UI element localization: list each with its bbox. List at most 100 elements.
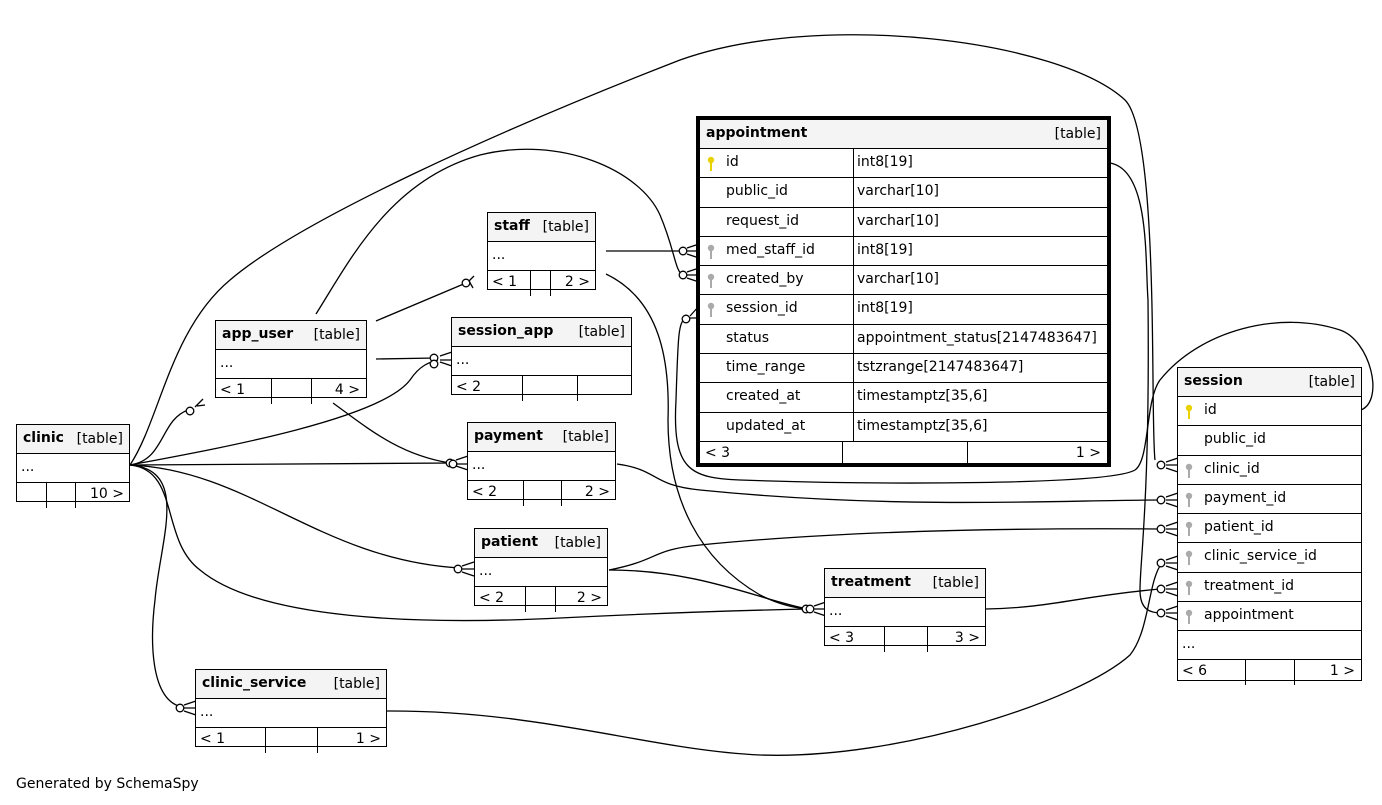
ellipsis: ... bbox=[492, 247, 506, 263]
column-row[interactable]: id bbox=[1178, 397, 1361, 427]
table-session-app[interactable]: session_app[table] ... < 2 bbox=[451, 317, 632, 401]
children-count[interactable]: 3 > bbox=[954, 630, 980, 646]
children-count[interactable]: 1 > bbox=[1329, 663, 1355, 680]
column-name: status bbox=[726, 329, 770, 346]
column-row[interactable]: session_id int8[19] bbox=[700, 295, 1107, 325]
table-name: session bbox=[1184, 373, 1243, 389]
more-columns-row[interactable]: ... bbox=[1178, 631, 1361, 661]
column-type: int8[19] bbox=[857, 241, 913, 258]
column-row[interactable]: clinic_id bbox=[1178, 456, 1361, 485]
column-name: created_by bbox=[726, 271, 804, 288]
parents-count[interactable]: < 3 bbox=[829, 630, 855, 646]
column-type: tstzrange[2147483647] bbox=[857, 359, 1024, 376]
more-columns-row[interactable]: ... bbox=[17, 454, 129, 483]
parents-count[interactable]: < 1 bbox=[492, 274, 518, 290]
primary-key-icon bbox=[707, 156, 715, 171]
column-row[interactable]: time_range tstzrange[2147483647] bbox=[700, 354, 1107, 384]
parents-count[interactable]: < 2 bbox=[472, 484, 498, 500]
edge-app-user-staff bbox=[375, 282, 467, 322]
table-footer: < 1 1 > bbox=[196, 728, 386, 753]
table-session[interactable]: session[table] id public_id clinic_id pa… bbox=[1177, 367, 1362, 686]
edge-markers bbox=[175, 246, 1166, 713]
parents-count[interactable]: < 6 bbox=[1182, 663, 1208, 680]
more-columns-row[interactable]: ... bbox=[196, 699, 386, 728]
parents-count[interactable]: < 1 bbox=[200, 731, 226, 747]
column-row[interactable]: payment_id bbox=[1178, 485, 1361, 515]
table-clinic[interactable]: clinic[table] ... 10 > bbox=[16, 424, 130, 508]
parents-count[interactable]: < 2 bbox=[479, 590, 505, 606]
column-row[interactable]: treatment_id bbox=[1178, 573, 1361, 603]
parents-count[interactable]: < 3 bbox=[705, 444, 731, 461]
children-count[interactable]: 1 > bbox=[355, 731, 381, 747]
children-count[interactable]: 1 > bbox=[1075, 444, 1101, 461]
ellipsis: ... bbox=[479, 563, 493, 579]
foreign-key-icon bbox=[707, 244, 715, 259]
parents-count[interactable]: < 1 bbox=[220, 382, 246, 398]
children-count[interactable]: 2 > bbox=[576, 590, 602, 606]
column-name: public_id bbox=[1204, 431, 1266, 448]
table-footer: 10 > bbox=[17, 483, 129, 508]
more-columns-row[interactable]: ... bbox=[475, 558, 607, 587]
children-count[interactable]: 2 > bbox=[564, 274, 590, 290]
column-row[interactable]: clinic_service_id bbox=[1178, 543, 1361, 573]
column-name: clinic_id bbox=[1204, 460, 1260, 477]
edge-clinic-session-app bbox=[129, 359, 439, 466]
column-type: varchar[10] bbox=[857, 183, 939, 200]
edge-patient-session bbox=[608, 528, 1161, 571]
table-type: [table] bbox=[932, 575, 979, 591]
column-row[interactable]: patient_id bbox=[1178, 514, 1361, 544]
table-type: [table] bbox=[542, 219, 589, 235]
edge-patient-treatment bbox=[608, 569, 809, 610]
more-columns-row[interactable]: ... bbox=[468, 452, 615, 481]
children-count[interactable]: 2 > bbox=[584, 484, 610, 500]
table-footer: < 3 3 > bbox=[825, 627, 985, 652]
edge-clinic-treatment bbox=[129, 464, 809, 622]
edge-session-appointment bbox=[674, 318, 1374, 484]
edge-app-user-payment bbox=[332, 402, 451, 464]
children-count[interactable]: 10 > bbox=[90, 486, 124, 502]
parents-count[interactable]: < 2 bbox=[456, 379, 482, 395]
edge-clinic-payment bbox=[129, 462, 456, 466]
ellipsis: ... bbox=[456, 352, 470, 368]
column-name: treatment_id bbox=[1204, 577, 1295, 594]
ellipsis: ... bbox=[829, 603, 843, 619]
column-name: time_range bbox=[726, 359, 806, 376]
more-columns-row[interactable]: ... bbox=[216, 350, 366, 379]
edge-clinic-app-user bbox=[129, 409, 189, 466]
foreign-key-icon bbox=[1185, 580, 1193, 595]
column-type: int8[19] bbox=[857, 300, 913, 317]
more-columns-row[interactable]: ... bbox=[488, 242, 595, 271]
more-columns-row[interactable]: ... bbox=[452, 347, 631, 376]
table-name: app_user bbox=[222, 326, 294, 342]
edge-appointment-session bbox=[1109, 162, 1163, 614]
column-name: id bbox=[726, 154, 739, 170]
column-row[interactable]: appointment bbox=[1178, 602, 1361, 632]
table-name: appointment bbox=[706, 125, 808, 141]
column-name: patient_id bbox=[1204, 519, 1274, 536]
foreign-key-icon bbox=[1185, 551, 1193, 566]
column-row[interactable]: public_id bbox=[1178, 426, 1361, 456]
children-count[interactable]: 4 > bbox=[334, 382, 360, 398]
table-name: session_app bbox=[458, 323, 554, 339]
table-type: [table] bbox=[1054, 126, 1101, 142]
ellipsis: ... bbox=[21, 459, 35, 475]
more-columns-row[interactable]: ... bbox=[825, 598, 985, 627]
column-name: session_id bbox=[726, 300, 798, 317]
column-name: id bbox=[1204, 402, 1217, 418]
